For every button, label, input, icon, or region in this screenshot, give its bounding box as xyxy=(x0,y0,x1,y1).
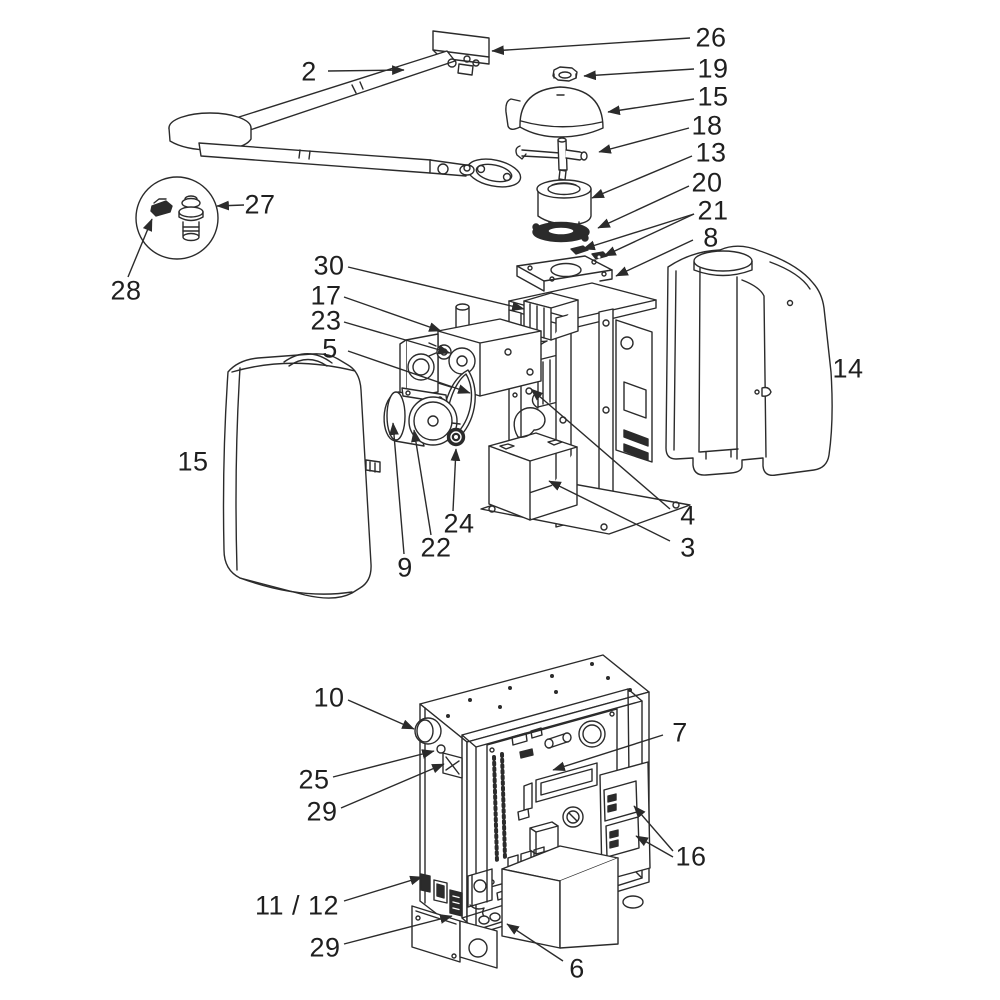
leader-line-29-upper xyxy=(340,763,445,809)
gearbox-assembly xyxy=(383,303,542,447)
leader-line-24 xyxy=(450,448,461,512)
leader-line-26 xyxy=(491,37,691,56)
leader-line-19 xyxy=(583,68,695,81)
leader-line-7 xyxy=(552,734,664,772)
leader-line-15-top xyxy=(607,98,695,116)
leader-line-23 xyxy=(343,321,451,355)
right-cover xyxy=(665,245,833,476)
arm-assembly xyxy=(168,30,522,188)
leader-line-29-lower xyxy=(343,914,453,945)
leader-line-27 xyxy=(216,200,245,211)
leader-line-20 xyxy=(597,185,690,229)
leader-line-25 xyxy=(332,749,435,778)
leader-line-8 xyxy=(615,239,694,277)
leader-line-16 xyxy=(633,805,674,852)
leader-line-21 xyxy=(603,213,695,257)
leader-line-4 xyxy=(530,388,671,510)
leader-line-17 xyxy=(343,296,442,332)
detail-circle xyxy=(135,176,219,260)
release-parts-column xyxy=(505,66,613,292)
leader-line-16 xyxy=(635,835,674,858)
chassis-frame xyxy=(480,282,691,535)
leader-line-13 xyxy=(591,155,693,199)
leader-line-9 xyxy=(389,422,405,555)
leader-line-10 xyxy=(347,699,415,730)
leader-line-3 xyxy=(548,480,671,542)
leader-line-28 xyxy=(127,218,153,278)
leader-line-2 xyxy=(327,65,405,76)
left-cover xyxy=(222,353,381,599)
leader-line-5 xyxy=(347,350,471,394)
leader-line-11-12 xyxy=(343,875,423,902)
leader-line-21 xyxy=(582,213,695,251)
leader-line-30 xyxy=(347,266,525,312)
leader-line-6 xyxy=(506,923,564,962)
leader-line-18 xyxy=(598,127,690,154)
leader-line-22 xyxy=(411,429,432,536)
